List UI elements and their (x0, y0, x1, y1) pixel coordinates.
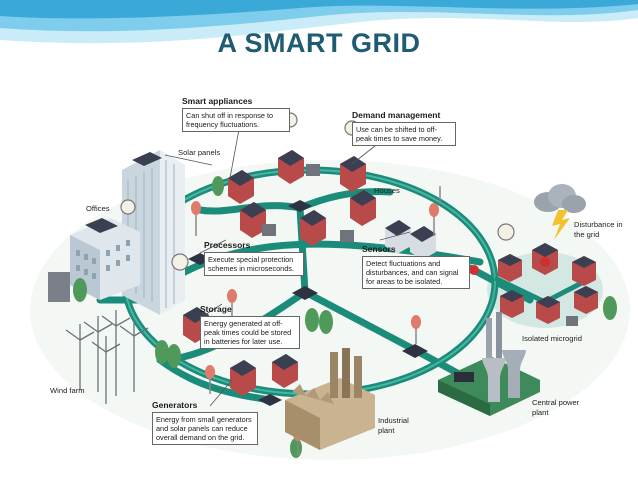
house (272, 354, 298, 388)
callout-heading: Processors (204, 240, 251, 250)
house (410, 226, 436, 260)
isolated-microgrid (487, 243, 603, 328)
junction-node (402, 344, 428, 358)
house (240, 202, 266, 238)
wind-farm (65, 310, 149, 404)
label-industrial-plant: Industrial plant (378, 416, 409, 435)
house (572, 256, 596, 286)
houses-cluster (183, 150, 436, 396)
label-disturbance: Disturbance in the grid (574, 220, 623, 239)
callout-demand-management: Demand management Use can be shifted to … (352, 110, 456, 146)
callout-leader-lines (164, 123, 411, 407)
house (385, 220, 411, 254)
house (230, 360, 256, 396)
callout-smart-appliances: Smart appliances Can shut off in respons… (182, 96, 290, 132)
label-isolated-microgrid: Isolated microgrid (522, 334, 582, 343)
house (498, 254, 522, 282)
house (350, 190, 376, 226)
house (340, 156, 366, 192)
junction-nodes (188, 200, 428, 406)
callout-text: Detect fluctuations and disturbances, an… (362, 256, 470, 289)
junction-node (292, 286, 318, 300)
callout-text: Execute special protection schemes in mi… (204, 252, 304, 276)
house (500, 290, 524, 318)
callout-storage: Storage Energy generated at off-peak tim… (200, 304, 300, 349)
callout-heading: Smart appliances (182, 96, 253, 106)
callout-text: Energy from small generators and solar p… (152, 412, 258, 445)
house (300, 210, 326, 246)
industrial-plant (285, 348, 375, 450)
battery-bank-offices (48, 272, 87, 302)
label-central-power-plant: Central power plant (532, 398, 580, 417)
house (278, 150, 304, 184)
green-tanks (155, 176, 617, 458)
header-wave-banner (0, 0, 638, 51)
callout-generators: Generators Energy from small generators … (152, 400, 258, 445)
house (574, 286, 598, 314)
slide-title: A SMART GRID (217, 28, 421, 58)
house (536, 296, 560, 324)
callout-text: Energy generated at off-peak times could… (200, 316, 300, 349)
callout-text: Can shut off in response to frequency fl… (182, 108, 290, 132)
callout-heading: Demand management (352, 110, 441, 120)
label-wind-farm: Wind farm (50, 386, 85, 395)
callout-processors: Processors Execute special protection sc… (204, 240, 304, 276)
callout-text: Use can be shifted to off-peak times to … (352, 122, 456, 146)
sensor-posts (191, 186, 441, 456)
label-houses: Houses (374, 186, 400, 195)
callout-heading: Generators (152, 400, 198, 410)
junction-node (288, 200, 312, 212)
callout-heading: Storage (200, 304, 232, 314)
callout-sensors: Sensors Detect fluctuations and disturba… (362, 244, 470, 289)
offices-building (70, 218, 140, 300)
small-generators (262, 164, 354, 242)
label-solar-panels: Solar panels (178, 148, 221, 157)
callout-heading: Sensors (362, 244, 396, 254)
storm-cloud-icon (534, 184, 586, 240)
house (228, 170, 254, 204)
label-offices: Offices (86, 204, 110, 213)
junction-node (258, 394, 282, 406)
central-power-plant (438, 312, 540, 416)
sensor-alert-light (469, 265, 479, 275)
